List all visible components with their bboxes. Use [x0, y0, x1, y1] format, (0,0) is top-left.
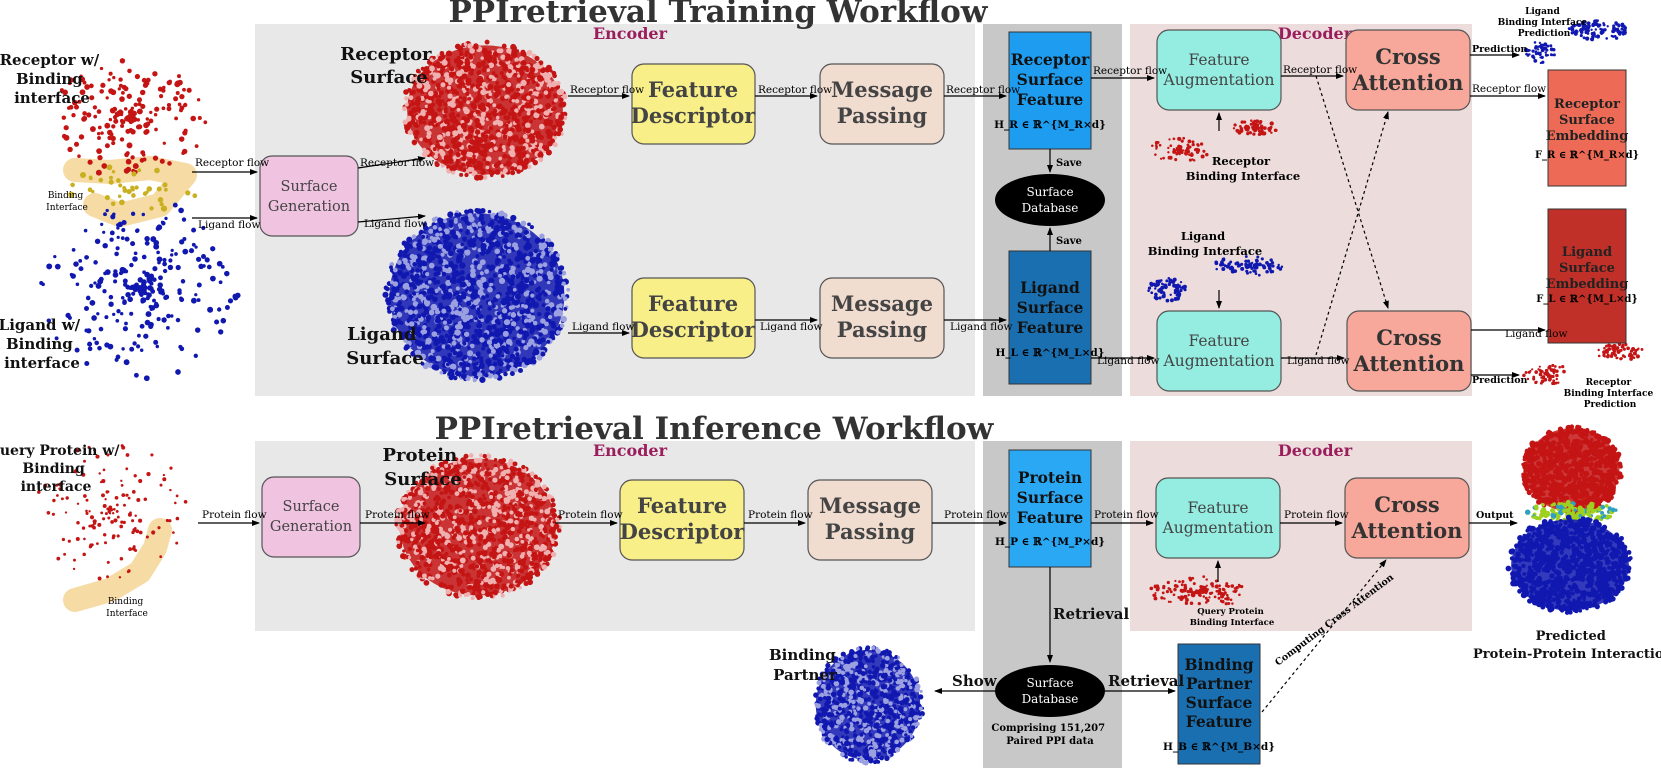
protein-surface-label: Protein Surface: [383, 445, 464, 490]
ligand-input-label: Ligand w/ Binding interface: [0, 316, 85, 372]
receptor-interface-fragment-b: [1232, 119, 1278, 136]
ligand-prediction-fragment: [1567, 19, 1628, 42]
training-interface-highlight: [63, 156, 197, 227]
receptor-binding-interface-label: Receptor Binding Interface: [1186, 154, 1300, 183]
database-note: Comprising 151,207 Paired PPI data: [991, 723, 1108, 747]
receptor-interface-fragment-a: [1151, 136, 1209, 162]
training-encoder-label: Encoder: [593, 24, 668, 43]
binding-partner-cloud: [813, 645, 925, 766]
inference-flow-labels: Protein flow Protein flow Protein flow P…: [202, 509, 1514, 521]
ligand-interface-fragment-a: [1147, 277, 1187, 303]
inference-encoder-label: Encoder: [593, 441, 668, 460]
inference-title: PPIretrieval Inference Workflow: [435, 411, 995, 447]
show-label: Show: [952, 672, 998, 690]
inference-arrows: [198, 520, 1518, 713]
predicted-ligand-cloud: [1505, 514, 1633, 615]
ligand-surface-cloud: [382, 207, 571, 383]
receptor-surface-label: Receptor Surface: [340, 44, 438, 88]
training-title: PPIretrieval Training Workflow: [448, 0, 988, 30]
interface-points: [68, 164, 198, 212]
retrieval-label-vertical: Retrieval: [1053, 605, 1130, 623]
training-decoder-label: Decoder: [1278, 24, 1353, 43]
predicted-ppi-label: Predicted Protein-Protein Interaction: [1473, 629, 1661, 662]
receptor-prediction-fragment-b: [1522, 363, 1566, 386]
receptor-input-cloud: [59, 58, 208, 176]
training-arrows: [192, 52, 1546, 378]
ligand-prediction-fragment-b: [1523, 41, 1556, 65]
ligand-surface-label: Ligand Surface: [346, 324, 423, 369]
receptor-input-label: Receptor w/ Binding interface: [0, 51, 104, 107]
protein-point-clouds: [37, 19, 1644, 766]
query-interface-fragment: [1149, 575, 1244, 606]
binding-partner-label: Binding Partner: [769, 646, 841, 684]
training-binding-interface-label: Binding Interface: [46, 191, 88, 213]
receptor-interface-prediction-label: Receptor Binding Interface Prediction: [1564, 378, 1657, 410]
inference-binding-interface-label: Binding Interface: [106, 597, 148, 619]
save-label-top: Save: [1056, 158, 1082, 169]
training-flow-labels: Receptor flow Ligand flow Receptor flow …: [195, 44, 1567, 386]
inference-interface-highlight: [63, 518, 172, 612]
save-label-bottom: Save: [1056, 236, 1082, 247]
query-input-cloud: [37, 444, 188, 581]
ligand-interface-prediction-label: Ligand Binding Interface Prediction: [1498, 7, 1591, 39]
query-interface-label: Query Protein Binding Interface: [1190, 607, 1275, 628]
inference-decoder-label: Decoder: [1278, 441, 1353, 460]
ligand-binding-interface-label: Ligand Binding Interface: [1148, 229, 1262, 258]
query-input-label: Query Protein w/ Binding interface: [0, 443, 124, 495]
retrieval-label-horizontal: Retrieval: [1108, 672, 1185, 690]
ligand-input-cloud: [39, 202, 241, 382]
receptor-surface-cloud: [402, 39, 568, 181]
predicted-receptor-cloud: [1521, 424, 1624, 516]
ligand-interface-fragment-b: [1214, 255, 1284, 277]
receptor-prediction-fragment: [1597, 342, 1644, 361]
